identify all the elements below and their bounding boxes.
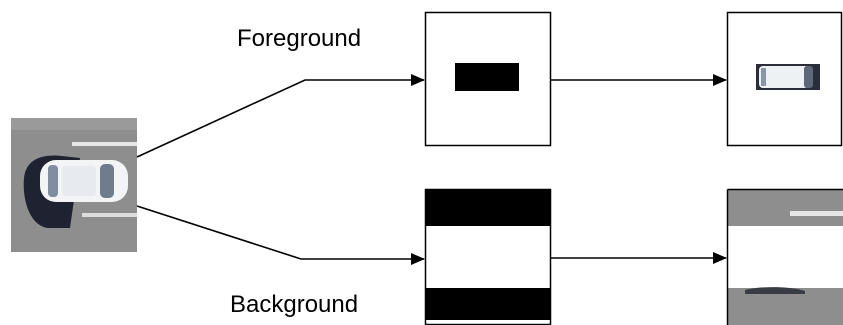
background-mask-bottom [426, 288, 550, 320]
road-strip-bottom [727, 288, 843, 325]
background-label: Background [230, 291, 358, 318]
background-mask-top [426, 190, 550, 226]
arrow-input-to-background-mask [136, 205, 425, 265]
foreground-mask-region [455, 63, 519, 91]
foreground-label: Foreground [237, 25, 361, 52]
lane-marking [72, 142, 137, 146]
foreground-result-box [726, 11, 843, 147]
lane-marking [82, 213, 137, 217]
car-windshield [100, 164, 114, 198]
foreground-car-crop [756, 64, 820, 90]
background-mask-box [424, 188, 552, 325]
car-roof [62, 166, 96, 196]
car-rear-window [48, 165, 58, 197]
lane-marking [790, 211, 843, 216]
background-result-box [726, 188, 843, 325]
road-strip-top [727, 190, 843, 226]
foreground-mask-box [424, 11, 552, 147]
arrow-input-to-foreground-mask [136, 74, 425, 158]
car-shadow-remnant [745, 287, 805, 294]
input-car-image [11, 118, 137, 252]
